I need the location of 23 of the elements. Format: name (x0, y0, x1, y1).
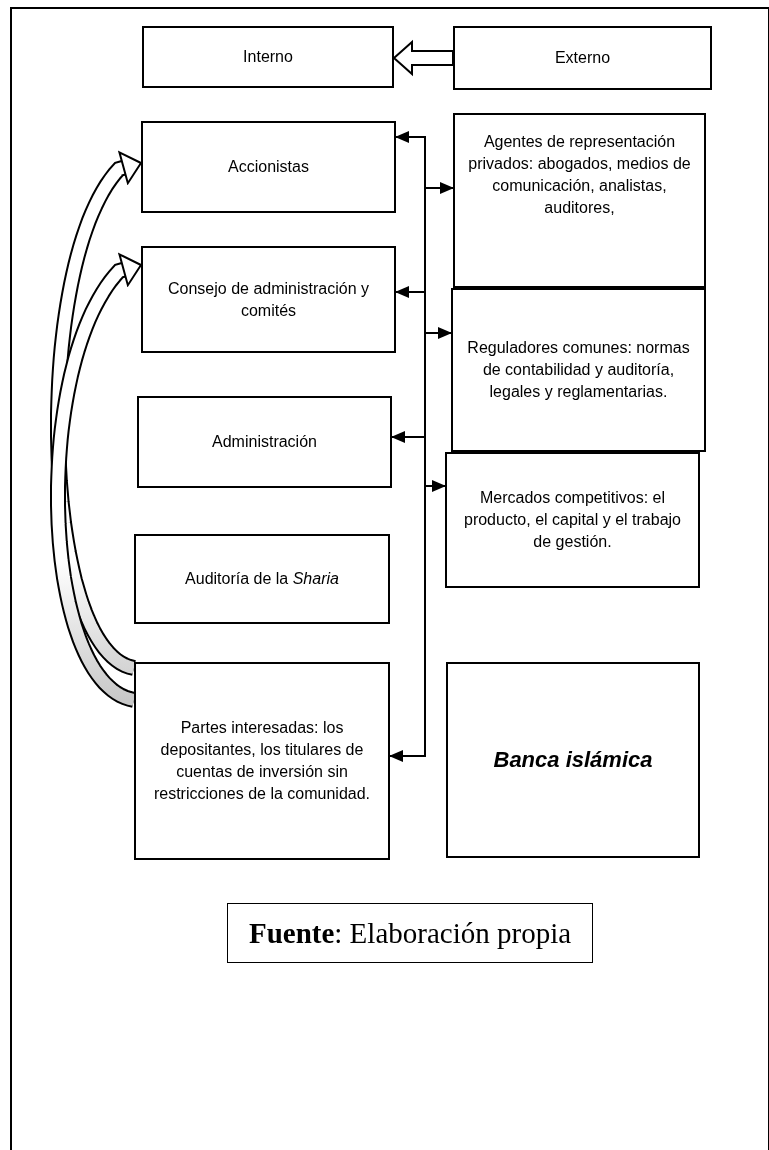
text-box: Administración (137, 396, 392, 488)
block-arrow (392, 39, 454, 77)
arrow (389, 750, 426, 762)
arrow (391, 431, 426, 443)
block-arrow (50, 253, 143, 708)
arrow (424, 480, 446, 492)
text-box: Agentes de representación privados: abogados, medios de comunicación, analistas, auditores, (453, 113, 706, 288)
bus-line (424, 136, 426, 757)
text-box: Accionistas (141, 121, 396, 213)
arrow (424, 182, 454, 194)
text-box: Mercados competitivos: el producto, el capital y el trabajo de gestión. (445, 452, 700, 588)
block-arrow (50, 151, 143, 676)
caption: Fuente: Elaboración propia (227, 903, 593, 963)
text-box: Auditoría de la Sharia (134, 534, 390, 624)
text-box: Externo (453, 26, 712, 90)
text-box: Interno (142, 26, 394, 88)
arrow (395, 131, 426, 143)
text-box: Banca islámica (446, 662, 700, 858)
arrow (424, 327, 452, 339)
text-box: Partes interesadas: los depositantes, los titulares de cuentas de inversión sin restricciones de la comunidad. (134, 662, 390, 860)
arrow (395, 286, 426, 298)
text-box: Consejo de administración y comités (141, 246, 396, 353)
text-box: Reguladores comunes: normas de contabilidad y auditoría, legales y reglamentarias. (451, 288, 706, 452)
